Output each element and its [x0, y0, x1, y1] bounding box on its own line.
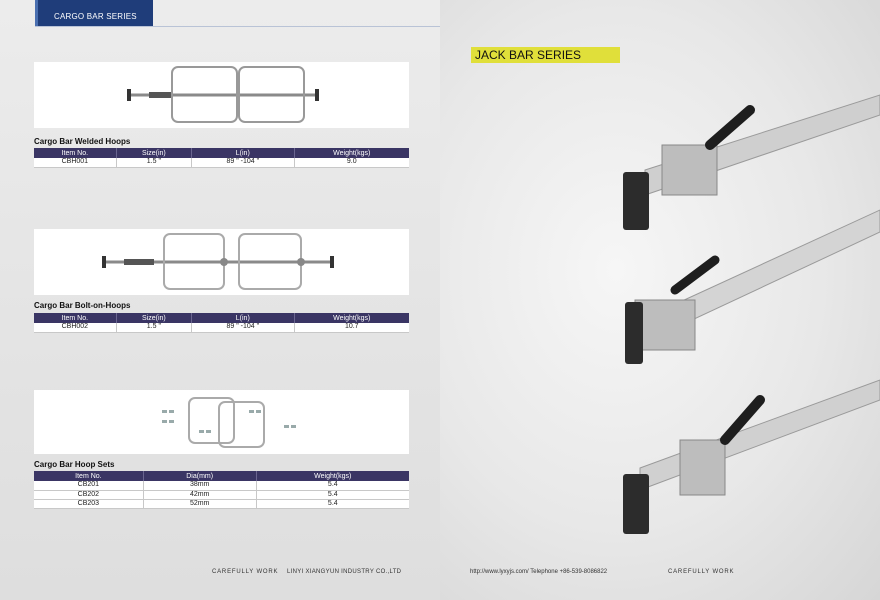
product-image-welded-hoops [34, 62, 409, 128]
jack-bar-series-title: JACK BAR SERIES [471, 47, 620, 63]
column-header: Weight(kgs) [255, 471, 409, 481]
section-title: Cargo Bar Welded Hoops [34, 137, 131, 146]
table-cell: 5.4 [255, 490, 409, 500]
spec-table-bolt-on-hoops: Item No. Size(in) L(in) Weight(kgs) CBH0… [34, 313, 409, 333]
column-header: Item No. [34, 148, 117, 158]
left-page: CARGO BAR SERIES Cargo Bar Welded Hoops … [0, 0, 440, 600]
table-cell: 5.4 [255, 499, 409, 509]
table-cell: 1.5 " [115, 323, 192, 333]
jack-bar-1 [623, 94, 880, 230]
column-header: Weight(kgs) [293, 313, 409, 323]
column-header: Item No. [34, 313, 117, 323]
table-row: CB201 38mm 5.4 [34, 481, 409, 491]
column-header: Size(in) [115, 148, 192, 158]
footer-contact: http://www.lyxyjs.com/ Telephone +86-539… [470, 569, 608, 575]
series-tab: CARGO BAR SERIES [35, 0, 153, 26]
table-row: CB203 52mm 5.4 [34, 499, 409, 509]
table-cell: 52mm [142, 499, 257, 509]
spec-table-welded-hoops: Item No. Size(in) L(in) Weight(kgs) CBH0… [34, 148, 409, 168]
jack-bars-illustration [623, 94, 880, 534]
table-cell: 10.7 [293, 323, 409, 333]
table-cell: 89 " -104 " [191, 158, 294, 168]
section-title: Cargo Bar Hoop Sets [34, 460, 115, 469]
table-cell: CBH002 [34, 323, 117, 333]
table-cell: 89 " -104 " [191, 323, 294, 333]
table-cell: 9.0 [293, 158, 409, 168]
column-header: Size(in) [115, 313, 192, 323]
column-header: L(in) [191, 313, 294, 323]
column-header: Dia(mm) [142, 471, 257, 481]
jack-bar-2 [625, 209, 880, 364]
table-cell: 42mm [142, 490, 257, 500]
table-cell: 5.4 [255, 481, 409, 491]
header-rule [35, 26, 440, 27]
footer-motto-left: CAREFULLY WORK [212, 569, 279, 575]
table-row: CB202 42mm 5.4 [34, 490, 409, 500]
table-row: CBH002 1.5 " 89 " -104 " 10.7 [34, 323, 409, 333]
spec-table-hoop-sets: Item No. Dia(mm) Weight(kgs) CB201 38mm … [34, 471, 409, 509]
section-title: Cargo Bar Bolt-on-Hoops [34, 301, 131, 310]
table-cell: 38mm [142, 481, 257, 491]
table-cell: 1.5 " [115, 158, 192, 168]
column-header: Item No. [34, 471, 144, 481]
product-image-bolt-on-hoops [34, 229, 409, 295]
column-header: L(in) [191, 148, 294, 158]
footer-company: LINYI XIANGYUN INDUSTRY CO.,LTD [287, 569, 402, 575]
table-cell: CB201 [34, 481, 144, 491]
table-cell: CBH001 [34, 158, 117, 168]
table-cell: CB202 [34, 490, 144, 500]
jack-bar-3 [623, 379, 880, 534]
column-header: Weight(kgs) [293, 148, 409, 158]
table-cell: CB203 [34, 499, 144, 509]
table-row: CBH001 1.5 " 89 " -104 " 9.0 [34, 158, 409, 168]
product-image-hoop-sets [34, 390, 409, 454]
footer-motto-right: CAREFULLY WORK [668, 569, 735, 575]
right-page [440, 0, 880, 600]
